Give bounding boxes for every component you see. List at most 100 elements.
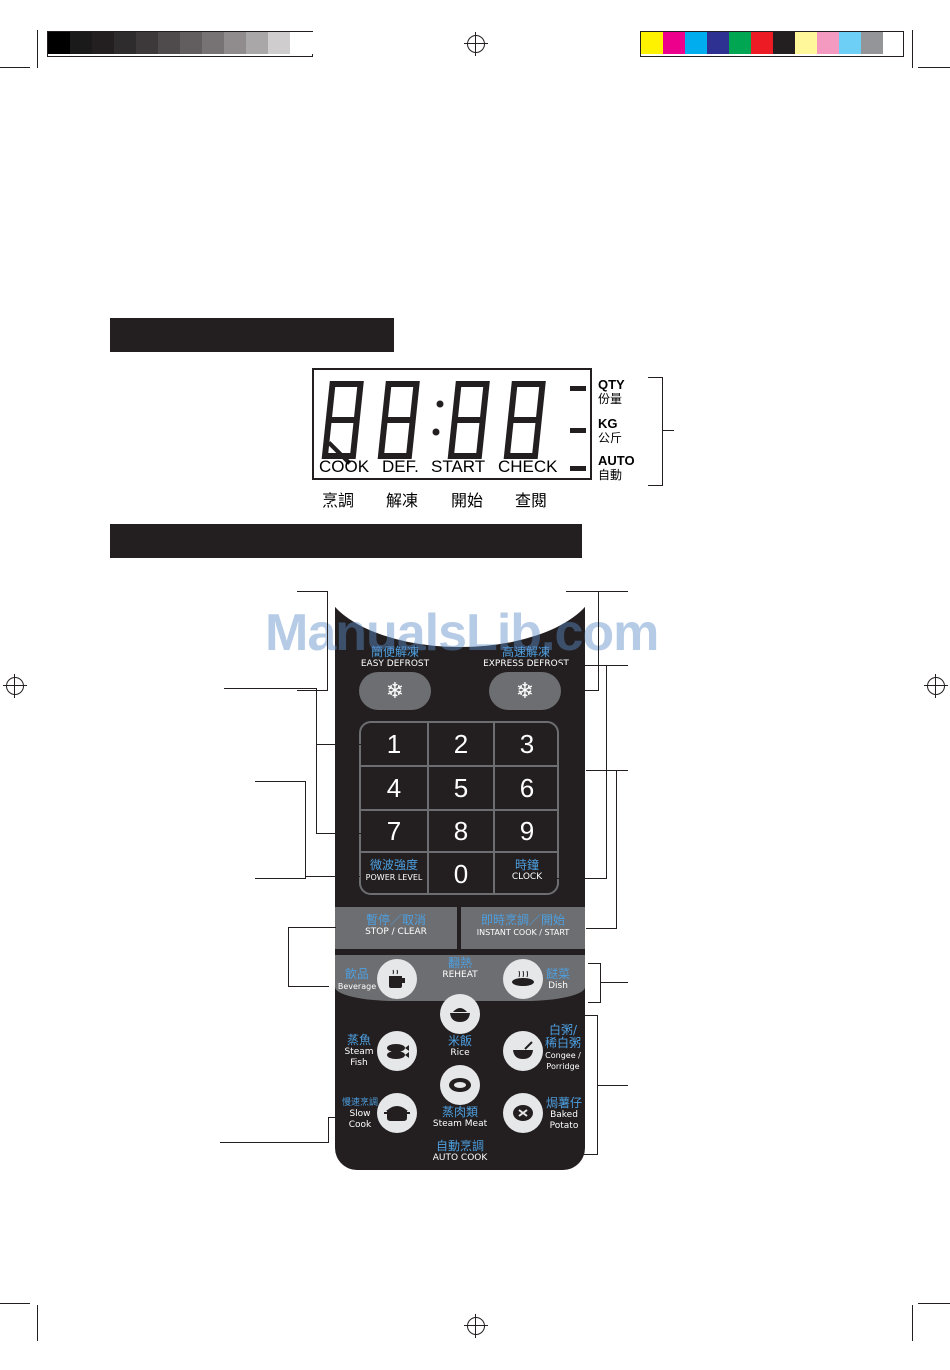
- lcd-label-cook-cn: 烹調: [322, 491, 355, 510]
- color-swatch: [707, 32, 730, 54]
- color-swatch-strip: [640, 31, 904, 57]
- crop-mark: [0, 1303, 30, 1304]
- crop-mark: [0, 67, 30, 68]
- color-swatch: [839, 32, 862, 54]
- leader-express-defrost-tail: [598, 591, 628, 592]
- grayscale-swatch: [246, 32, 269, 54]
- section-header-bar-display: [110, 318, 394, 352]
- rice-bowl-icon: [450, 1008, 470, 1022]
- control-panel: 簡便解凍 EASY DEFROST 高速解凍 EXPRESS DEFROST ❄…: [335, 583, 585, 1170]
- leader-power-level: [255, 781, 306, 879]
- leader-clock-tail: [606, 665, 628, 666]
- lcd-label-check-cn: 查閱: [515, 491, 548, 510]
- key-9[interactable]: 9: [519, 815, 535, 846]
- grayscale-swatch-strip: [47, 31, 313, 57]
- key-3[interactable]: 3: [519, 728, 535, 759]
- reheat-band: [335, 955, 585, 1001]
- key-8[interactable]: 8: [453, 815, 469, 846]
- power-level-button[interactable]: 微波強度 POWER LEVEL: [365, 858, 423, 883]
- congee-porridge-button[interactable]: [503, 1031, 543, 1071]
- leader-slow-cook: [220, 1118, 329, 1143]
- baked-potato-label: 焗薯仔 Baked Potato: [545, 1096, 582, 1132]
- lcd-digits: [321, 381, 586, 471]
- grayscale-swatch: [48, 32, 71, 54]
- lcd-label-start: START: [431, 457, 486, 476]
- grayscale-swatch: [202, 32, 225, 54]
- watermark: ManualsLib.com: [265, 604, 659, 662]
- bracket-auto-cook: [497, 1015, 598, 1155]
- key-4[interactable]: 4: [386, 772, 402, 803]
- crop-mark: [37, 1305, 38, 1341]
- key-2[interactable]: 2: [453, 728, 469, 759]
- lcd-label-cook: COOK: [319, 457, 370, 476]
- leader-instant-cook-tail: [616, 770, 628, 771]
- grayscale-swatch: [290, 32, 313, 54]
- lcd-label-start-cn: 開始: [451, 491, 484, 510]
- easy-defrost-button[interactable]: ❄: [359, 672, 431, 710]
- grayscale-swatch: [70, 32, 93, 54]
- key-7[interactable]: 7: [386, 815, 402, 846]
- auto-cook-label: 自動烹調 AUTO COOK: [432, 1139, 488, 1164]
- dish-button[interactable]: [503, 959, 543, 999]
- dish-label: 餸菜 Dish: [545, 967, 570, 992]
- steam-fish-label: 蒸魚 Steam Fish: [344, 1033, 374, 1069]
- beverage-button[interactable]: [377, 959, 417, 999]
- leader-instant-cook: [586, 770, 617, 929]
- steam-meat-button[interactable]: [440, 1065, 480, 1105]
- snowflake-droplet-icon: ❄: [385, 678, 405, 704]
- express-defrost-label: 高速解凍 EXPRESS DEFROST: [483, 645, 569, 670]
- leader-easy-defrost: [297, 591, 328, 691]
- rice-label: 米飯 Rice: [447, 1034, 472, 1059]
- bracket-reheat-tail: [600, 982, 628, 983]
- fish-icon: [387, 1044, 409, 1059]
- section-header-bar-panel: [110, 524, 582, 558]
- leader-slow-cook-tail: [328, 1117, 340, 1118]
- congee-porridge-label: 白粥/ 稀白粥 Congee / Porridge: [544, 1023, 581, 1072]
- grayscale-swatch: [136, 32, 159, 54]
- steam-fish-button[interactable]: [377, 1031, 417, 1071]
- easy-defrost-label: 簡便解凍 EASY DEFROST: [360, 645, 430, 670]
- crop-mark: [918, 67, 950, 68]
- key-6[interactable]: 6: [519, 772, 535, 803]
- color-swatch: [795, 32, 818, 54]
- key-0[interactable]: 0: [453, 858, 469, 889]
- leader-stop-clear-tail: [328, 927, 336, 928]
- snowflake-droplets-icon: ❄: [515, 678, 535, 704]
- color-swatch: [641, 32, 664, 54]
- grayscale-swatch: [180, 32, 203, 54]
- registration-mark-bottom: [464, 1314, 488, 1338]
- indicator-bracket-tick: [662, 430, 674, 431]
- key-5[interactable]: 5: [453, 772, 469, 803]
- stop-clear-button[interactable]: 暫停／取消 STOP / CLEAR: [335, 907, 457, 949]
- color-swatch: [729, 32, 752, 54]
- meat-icon: [449, 1078, 471, 1092]
- key-1[interactable]: 1: [386, 728, 402, 759]
- grayscale-swatch: [158, 32, 181, 54]
- crop-mark: [912, 30, 913, 68]
- leader-power-level-tail: [305, 876, 360, 877]
- slow-cook-button[interactable]: [377, 1093, 417, 1133]
- bracket-auto-cook-tail: [597, 1085, 628, 1086]
- crop-mark: [912, 1305, 913, 1341]
- indicator-bracket: [648, 377, 663, 486]
- express-defrost-button[interactable]: ❄: [489, 672, 561, 710]
- potato-icon: [513, 1105, 533, 1121]
- bracket-reheat: [588, 963, 601, 1003]
- lcd-label-defrost-cn: 解凍: [386, 491, 419, 510]
- instant-cook-start-button[interactable]: 即時烹調／開始 INSTANT COOK / START: [461, 907, 585, 949]
- color-swatch: [663, 32, 686, 54]
- beverage-label: 飲品 Beverage: [337, 967, 377, 992]
- slow-cook-label: 慢速烹調 Slow Cook: [341, 1098, 378, 1130]
- color-swatch: [861, 32, 884, 54]
- registration-mark-left: [3, 674, 27, 698]
- rice-button[interactable]: [440, 994, 480, 1034]
- cup-icon: [389, 969, 405, 988]
- grayscale-swatch: [114, 32, 137, 54]
- clock-button[interactable]: 時鐘 CLOCK: [511, 858, 543, 883]
- color-swatch: [751, 32, 774, 54]
- baked-potato-button[interactable]: [503, 1093, 543, 1133]
- color-swatch: [773, 32, 796, 54]
